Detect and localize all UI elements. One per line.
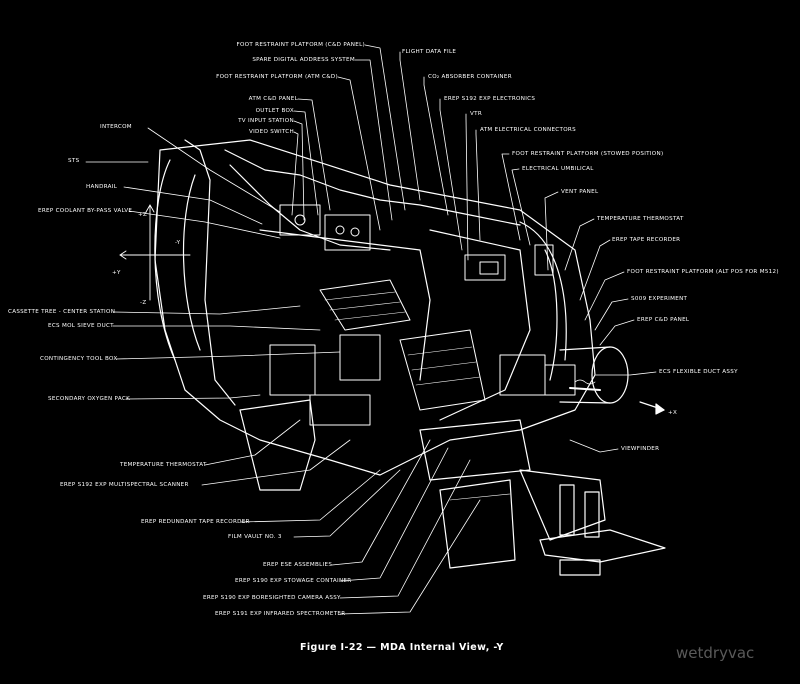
label-erep-coolant-bypass: EREP COOLANT BY-PASS VALVE: [38, 208, 133, 214]
label-erep-tape-recorder: EREP TAPE RECORDER: [612, 237, 681, 243]
label-s009-experiment: S009 EXPERIMENT: [631, 296, 688, 302]
direction-arrow: [639, 401, 665, 415]
label-temperature-thermostat-right: TEMPERATURE THERMOSTAT: [597, 216, 684, 222]
label-film-vault: FILM VAULT NO. 3: [228, 534, 282, 540]
panels: [269, 204, 576, 426]
label-spare-digital-address: SPARE DIGITAL ADDRESS SYSTEM: [252, 57, 355, 63]
label-co2-absorber: CO₂ ABSORBER CONTAINER: [428, 74, 512, 80]
module-shell: [154, 139, 596, 476]
label-secondary-oxygen: SECONDARY OXYGEN PACK: [48, 396, 131, 402]
label-erep-cd-panel: EREP C&D PANEL: [637, 317, 690, 323]
label-electrical-umbilical: ELECTRICAL UMBILICAL: [522, 166, 594, 172]
label-ecs-mol-sieve: ECS MOL SIEVE DUCT: [48, 323, 114, 329]
label-ecs-flexible-duct: ECS FLEXIBLE DUCT ASSY: [659, 369, 738, 375]
axis-label-z-pos: +Z: [138, 212, 148, 218]
label-erep-s192-scanner: EREP S192 EXP MULTISPECTRAL SCANNER: [60, 482, 189, 488]
label-erep-s192-electronics: EREP S192 EXP ELECTRONICS: [444, 96, 536, 102]
label-video-switch: VIDEO SWITCH: [248, 129, 294, 135]
figure-caption: Figure I-22 — MDA Internal View, -Y: [300, 642, 504, 653]
axis-label-y-neg: -Y: [175, 240, 181, 246]
label-contingency-tool-box: CONTINGENCY TOOL BOX: [40, 356, 118, 362]
label-vtr: VTR: [470, 111, 483, 117]
label-erep-s190-camera: EREP S190 EXP BORESIGHTED CAMERA ASSY: [203, 595, 341, 601]
watermark: wetdryvac: [676, 644, 755, 662]
label-foot-restraint-alt: FOOT RESTRAINT PLATFORM (ALT POS FOR M51…: [627, 269, 779, 275]
axis-label-y-pos: +Y: [112, 270, 121, 276]
label-erep-ese-assemblies: EREP ESE ASSEMBLIES: [263, 562, 333, 568]
label-foot-restraint-cd: FOOT RESTRAINT PLATFORM (C&D PANEL): [236, 42, 365, 48]
label-atm-cd-panel: ATM C&D PANEL: [248, 96, 298, 102]
label-tv-input-station: TV INPUT STATION: [238, 118, 294, 124]
label-handrail: HANDRAIL: [86, 184, 118, 190]
label-cassette-tree: CASSETTE TREE - CENTER STATION: [8, 309, 116, 315]
label-foot-restraint-atm: FOOT RESTRAINT PLATFORM (ATM C&D): [216, 74, 338, 80]
label-sts: STS: [68, 158, 80, 164]
label-vent-panel: VENT PANEL: [561, 189, 599, 195]
axis-label-z-neg: -Z: [140, 300, 147, 306]
flexible-duct: [559, 346, 629, 404]
label-atm-electrical-connectors: ATM ELECTRICAL CONNECTORS: [480, 127, 576, 133]
label-erep-s191-spectrometer: EREP S191 EXP INFRARED SPECTROMETER: [215, 611, 346, 617]
label-flight-data-file: FLIGHT DATA FILE: [402, 49, 457, 55]
label-viewfinder: VIEWFINDER: [621, 446, 660, 452]
label-foot-restraint-stowed: FOOT RESTRAINT PLATFORM (STOWED POSITION…: [512, 151, 664, 157]
label-intercom: INTERCOM: [100, 124, 132, 130]
label-erep-s190-stowage: EREP S190 EXP STOWAGE CONTAINER: [235, 578, 352, 584]
lower-equipment: [239, 399, 666, 576]
direction-arrow-label: +X: [668, 410, 678, 416]
label-temperature-thermostat-left: TEMPERATURE THERMOSTAT: [120, 462, 207, 468]
label-outlet-box: OUTLET BOX: [255, 108, 294, 114]
label-erep-redundant-tape: EREP REDUNDANT TAPE RECORDER: [141, 519, 250, 525]
